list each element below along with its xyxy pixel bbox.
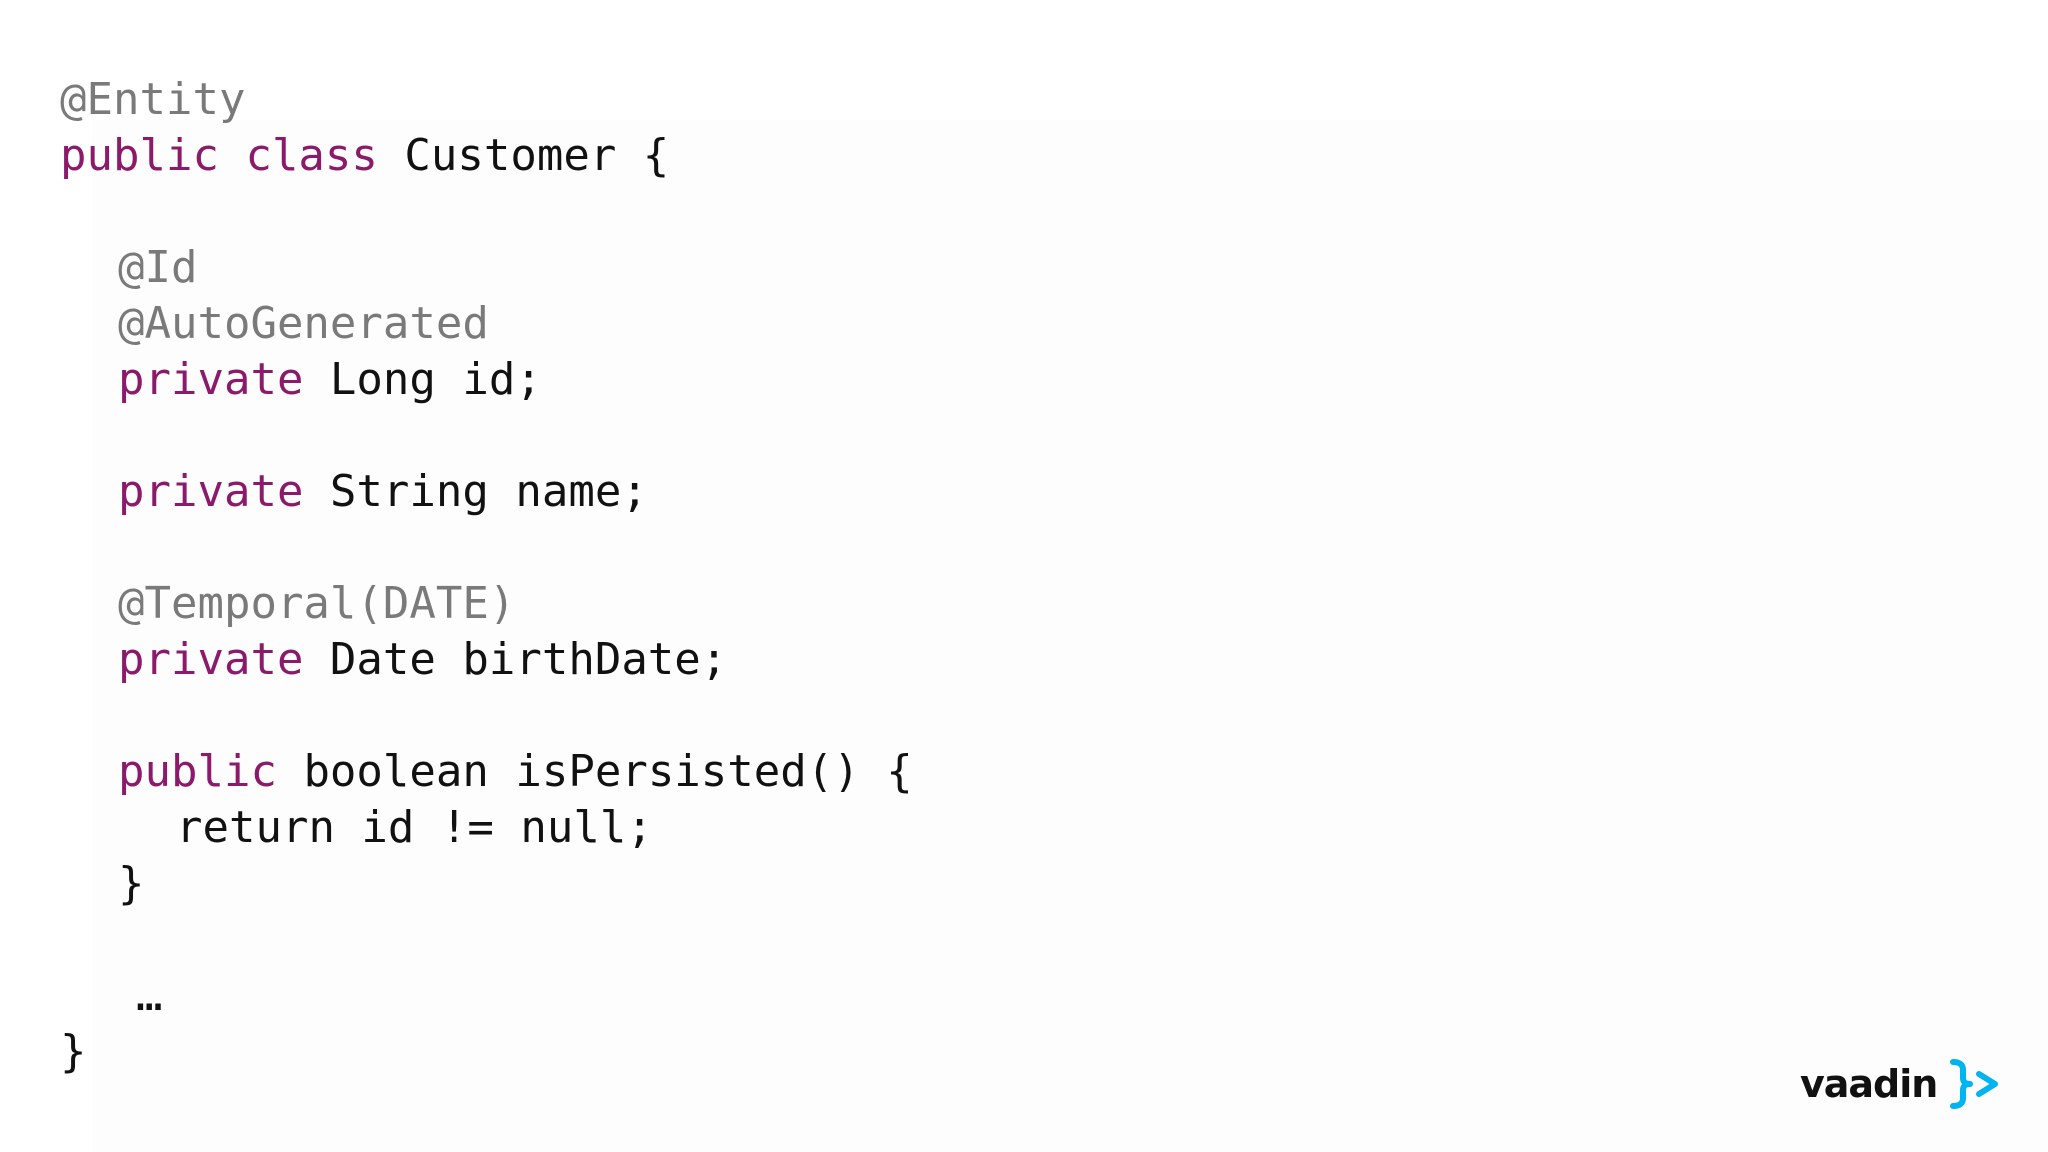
code-text: } (60, 1026, 87, 1077)
code-line: private Long id; (60, 352, 913, 408)
code-line: return id != null; (60, 800, 913, 856)
code-line: @Id (60, 240, 913, 296)
code-line: private Date birthDate; (60, 632, 913, 688)
code-line: } (60, 1024, 913, 1080)
code-text: } (118, 858, 145, 909)
code-keyword: public (118, 746, 277, 797)
code-line: … (60, 968, 913, 1024)
code-line (60, 912, 913, 968)
vaadin-logo: vaadin (1800, 1052, 2005, 1116)
code-line: @Entity (60, 72, 913, 128)
code-text: … (136, 970, 163, 1021)
code-text: Customer { (377, 130, 670, 181)
code-line (60, 520, 913, 576)
code-keyword: private (118, 634, 304, 685)
code-line: @AutoGenerated (60, 296, 913, 352)
code-annotation: @Id (118, 242, 198, 293)
code-annotation: @Entity (60, 74, 246, 125)
code-keyword: public (60, 130, 219, 181)
code-text: String name; (303, 466, 648, 517)
code-keyword: private (118, 466, 304, 517)
code-keyword: private (118, 354, 304, 405)
code-line: private String name; (60, 464, 913, 520)
code-text: Long id; (303, 354, 542, 405)
code-line (60, 688, 913, 744)
code-annotation: @AutoGenerated (118, 298, 489, 349)
code-text (219, 130, 246, 181)
code-annotation: @Temporal(DATE) (118, 578, 516, 629)
code-panel (92, 120, 2048, 1152)
code-text: return id != null; (176, 802, 653, 853)
code-text: Date birthDate; (303, 634, 728, 685)
code-line: public class Customer { (60, 128, 913, 184)
vaadin-wordmark: vaadin (1800, 1062, 1938, 1106)
code-line: public boolean isPersisted() { (60, 744, 913, 800)
code-line: } (60, 856, 913, 912)
code-line (60, 184, 913, 240)
code-line (60, 408, 913, 464)
code-line: @Temporal(DATE) (60, 576, 913, 632)
code-text: boolean isPersisted() { (276, 746, 913, 797)
code-keyword: class (245, 130, 378, 181)
vaadin-brackets-icon (1950, 1059, 1999, 1109)
